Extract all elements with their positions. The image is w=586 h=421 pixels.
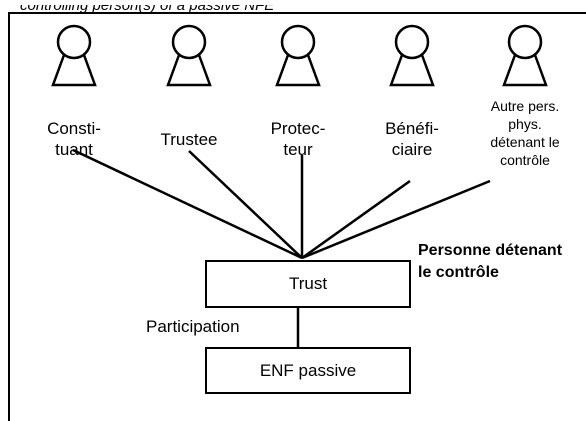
connector-line <box>301 179 411 260</box>
person-icon <box>502 24 548 87</box>
trust-box: Trust <box>205 260 411 308</box>
person-icon <box>389 24 435 87</box>
diagram-frame <box>8 12 586 421</box>
person-label-protecteur: Protec- teur <box>270 119 326 159</box>
connector-line <box>72 148 303 260</box>
controlling-person-note: Personne détenant le contrôle <box>418 242 563 281</box>
person-icon <box>51 24 97 87</box>
person-icon <box>166 24 212 87</box>
header-text: controlling person(s) of a passive NFE <box>20 0 275 14</box>
connector-line <box>301 179 491 260</box>
person-label-trustee: Trustee <box>160 130 218 149</box>
person-icon <box>275 24 321 87</box>
person-label-beneficiaire: Bénéfi- ciaire <box>385 119 439 159</box>
connector-line <box>188 150 303 259</box>
person-label-constituant: Consti- tuant <box>47 119 101 159</box>
participation-label: Participation <box>146 317 240 336</box>
person-label-other: Autre pers. phys. détenant le contrôle <box>490 98 560 168</box>
enf-passive-box: ENF passive <box>205 347 411 394</box>
